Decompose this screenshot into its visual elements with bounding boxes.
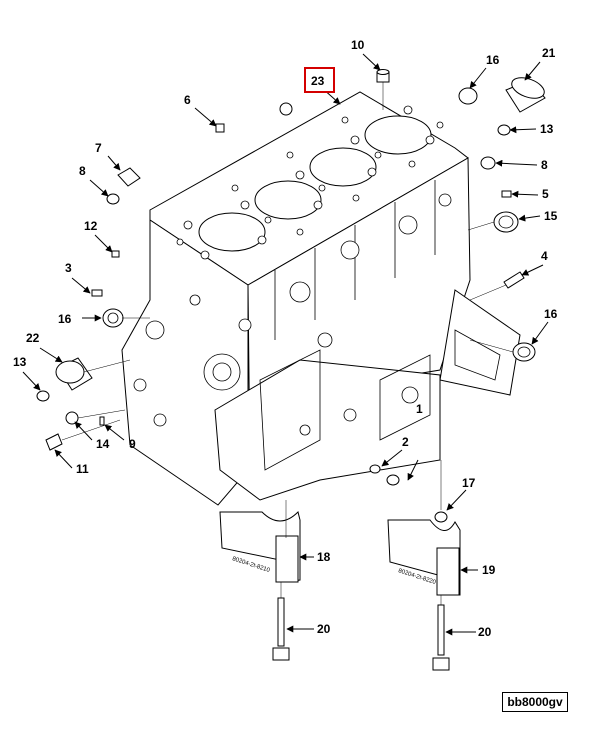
callout-22: 22 — [26, 331, 40, 345]
callout-9: 9 — [129, 437, 136, 451]
callout-17-leader — [446, 489, 467, 511]
callout-8-leader — [89, 179, 109, 197]
callout-7-leader — [107, 155, 121, 171]
callout-4-leader — [521, 264, 544, 276]
callout-16: 16 — [486, 53, 500, 67]
callout-6: 6 — [184, 93, 191, 107]
part-19-bearing-cap: 80204-2t-8220 — [387, 519, 461, 596]
part-12-pin — [111, 250, 120, 258]
callout-highlighted-label: 23 — [311, 74, 325, 88]
callout-8: 8 — [79, 164, 86, 178]
callout-13: 13 — [13, 355, 27, 369]
callout-5-leader — [511, 190, 539, 198]
callout-8: 8 — [541, 158, 548, 172]
callout-14: 14 — [96, 437, 110, 451]
callout-15: 15 — [544, 209, 558, 223]
part-8-plug-top — [279, 102, 293, 116]
part-14-plug — [65, 411, 79, 425]
callout-17: 17 — [462, 476, 476, 490]
callout-21-leader — [524, 61, 541, 81]
callout-2: 2 — [402, 435, 409, 449]
callout-13-leader — [22, 371, 41, 391]
part-10-plug — [376, 69, 390, 83]
cylinder-block — [121, 91, 521, 506]
callout-18: 18 — [317, 550, 331, 564]
part-21-bushing — [505, 77, 546, 113]
callout-3-leader — [71, 277, 91, 294]
callout-10: 10 — [351, 38, 365, 52]
part-7-plug — [117, 167, 141, 187]
callout-16-leader — [531, 321, 549, 345]
callout-10-leader — [362, 53, 381, 71]
part-9-pin — [99, 416, 105, 426]
part-16-seal-right — [512, 342, 536, 362]
part-16-seal-left — [102, 308, 124, 328]
callout-2-leader — [381, 449, 403, 467]
callout-12: 12 — [84, 219, 98, 233]
part-3-pin — [91, 289, 103, 297]
callout-8-leader — [495, 159, 538, 167]
part-1-plug — [386, 474, 400, 486]
part-15-seal — [493, 211, 519, 233]
callout-23-highlight-box — [304, 67, 335, 93]
part-18-bearing-cap: 80204-2t-8210 — [219, 511, 301, 583]
svg-text:80204-2t-8210: 80204-2t-8210 — [231, 556, 271, 574]
reference-code-label: bb8000gv — [502, 692, 568, 712]
callout-5: 5 — [542, 187, 549, 201]
callout-4: 4 — [541, 249, 548, 263]
part-22-bushing — [55, 357, 93, 391]
callout-6-leader — [194, 107, 217, 127]
callout-20: 20 — [317, 622, 331, 636]
part-11-plug — [45, 433, 63, 451]
callout-11: 11 — [76, 462, 89, 476]
part-20-bolt-left — [272, 597, 290, 661]
callout-1-leader — [407, 459, 419, 481]
part-17-nut — [434, 511, 448, 523]
callout-9-leader — [104, 424, 125, 441]
callout-20: 20 — [478, 625, 492, 639]
assembly-reference-lines — [61, 82, 514, 605]
part-16-seal-top — [458, 87, 478, 105]
callout-12-leader — [94, 234, 113, 253]
part-20-bolt-right — [432, 604, 450, 671]
callout-13: 13 — [540, 122, 554, 136]
callout-22-leader — [39, 347, 63, 363]
part-13-plug-right — [497, 124, 511, 136]
callout-21: 21 — [542, 46, 556, 60]
part-8-plug-left — [106, 193, 120, 205]
callout-16: 16 — [58, 312, 72, 326]
callout-7: 7 — [95, 141, 102, 155]
part-8-plug-right — [480, 156, 496, 170]
callout-1: 1 — [416, 402, 423, 416]
part-4-dowel — [503, 271, 525, 289]
part-2-washer — [369, 464, 381, 474]
part-6-fitting — [215, 123, 225, 133]
part-13-plug-left — [36, 390, 50, 402]
callout-11-leader — [54, 449, 73, 469]
part-5-pin — [501, 190, 512, 198]
callout-19: 19 — [482, 563, 496, 577]
callout-15-leader — [518, 214, 541, 222]
callout-14-leader — [74, 421, 93, 441]
callout-3: 3 — [65, 261, 72, 275]
callout-16: 16 — [544, 307, 558, 321]
callout-13-leader — [509, 126, 537, 134]
callout-16-leader — [469, 67, 487, 89]
